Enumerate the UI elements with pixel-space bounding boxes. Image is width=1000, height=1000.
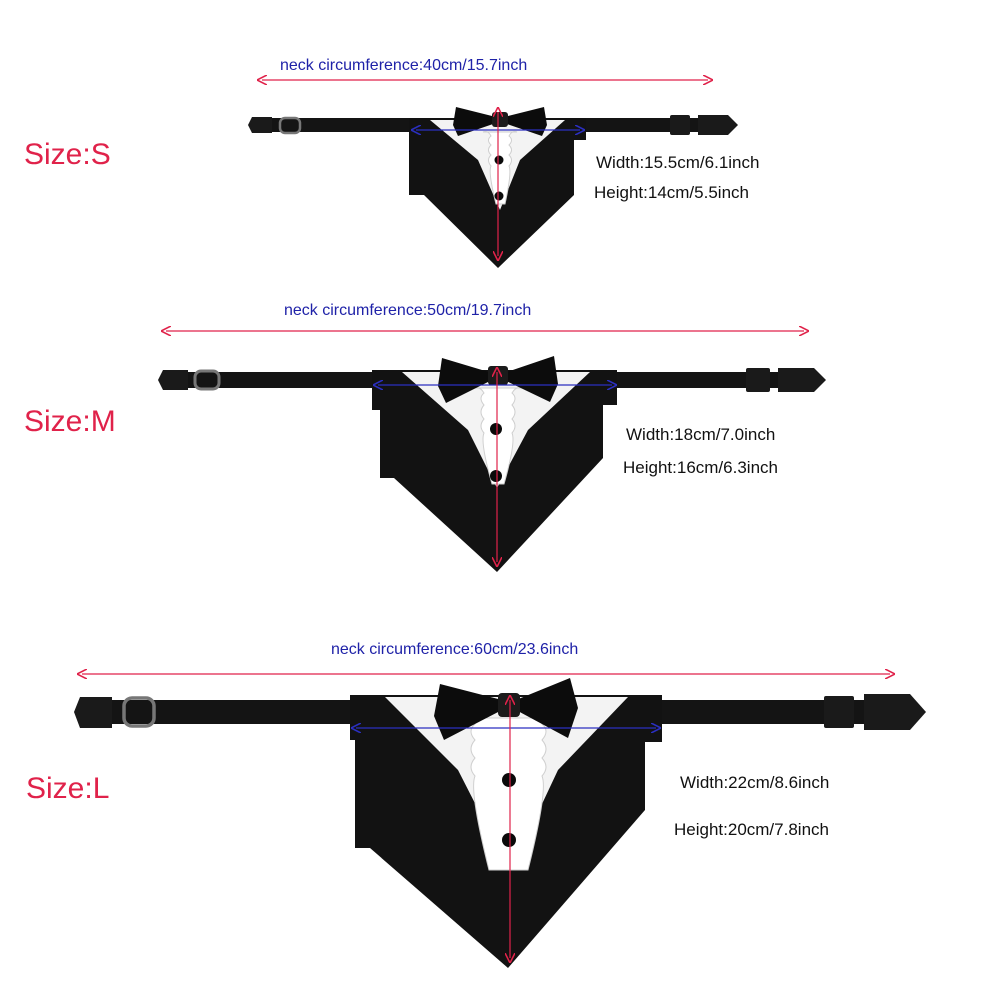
size-l-left-buckle: [74, 697, 112, 728]
size-s-bow-knot: [492, 112, 508, 127]
size-s-label: Size:S: [24, 138, 111, 171]
size-m-height-label: Height:16cm/6.3inch: [623, 458, 778, 477]
size-l-bow-knot: [498, 693, 520, 717]
size-s-bandana: [248, 80, 738, 268]
size-l-label: Size:L: [26, 772, 110, 805]
size-m-slider: [746, 368, 770, 392]
size-s-left-buckle: [248, 117, 272, 133]
size-m-label: Size:M: [24, 405, 116, 438]
size-l-slider: [824, 696, 854, 728]
size-m-bow-knot: [488, 366, 508, 385]
size-s-ring: [278, 116, 302, 135]
size-m-width-label: Width:18cm/7.0inch: [626, 425, 776, 444]
size-l-button: [502, 833, 516, 847]
size-s-height-label: Height:14cm/5.5inch: [594, 183, 749, 202]
size-l-neck-circumference: neck circumference:60cm/23.6inch: [331, 641, 579, 658]
size-m-right-buckle: [778, 368, 826, 392]
size-m-neck-circumference: neck circumference:50cm/19.7inch: [284, 302, 532, 319]
size-m-button: [490, 423, 502, 435]
size-s-right-buckle: [698, 115, 738, 135]
size-s-neck-circumference: neck circumference:40cm/15.7inch: [280, 57, 528, 74]
size-l-width-label: Width:22cm/8.6inch: [680, 773, 830, 792]
size-s-slider: [670, 115, 690, 135]
size-l-height-label: Height:20cm/7.8inch: [674, 820, 829, 839]
size-m-ring: [193, 369, 221, 391]
size-m-bandana: [158, 331, 826, 572]
size-l-button: [502, 773, 516, 787]
size-m-button: [490, 470, 502, 482]
size-l-right-buckle: [864, 694, 926, 730]
size-l-ring: [122, 696, 156, 728]
size-s-width-label: Width:15.5cm/6.1inch: [596, 153, 760, 172]
size-s-button: [494, 191, 504, 201]
size-m-bow-tie: [438, 356, 558, 403]
size-m-left-buckle: [158, 370, 188, 390]
size-s-button: [494, 155, 504, 165]
size-l-bandana: [74, 674, 926, 968]
